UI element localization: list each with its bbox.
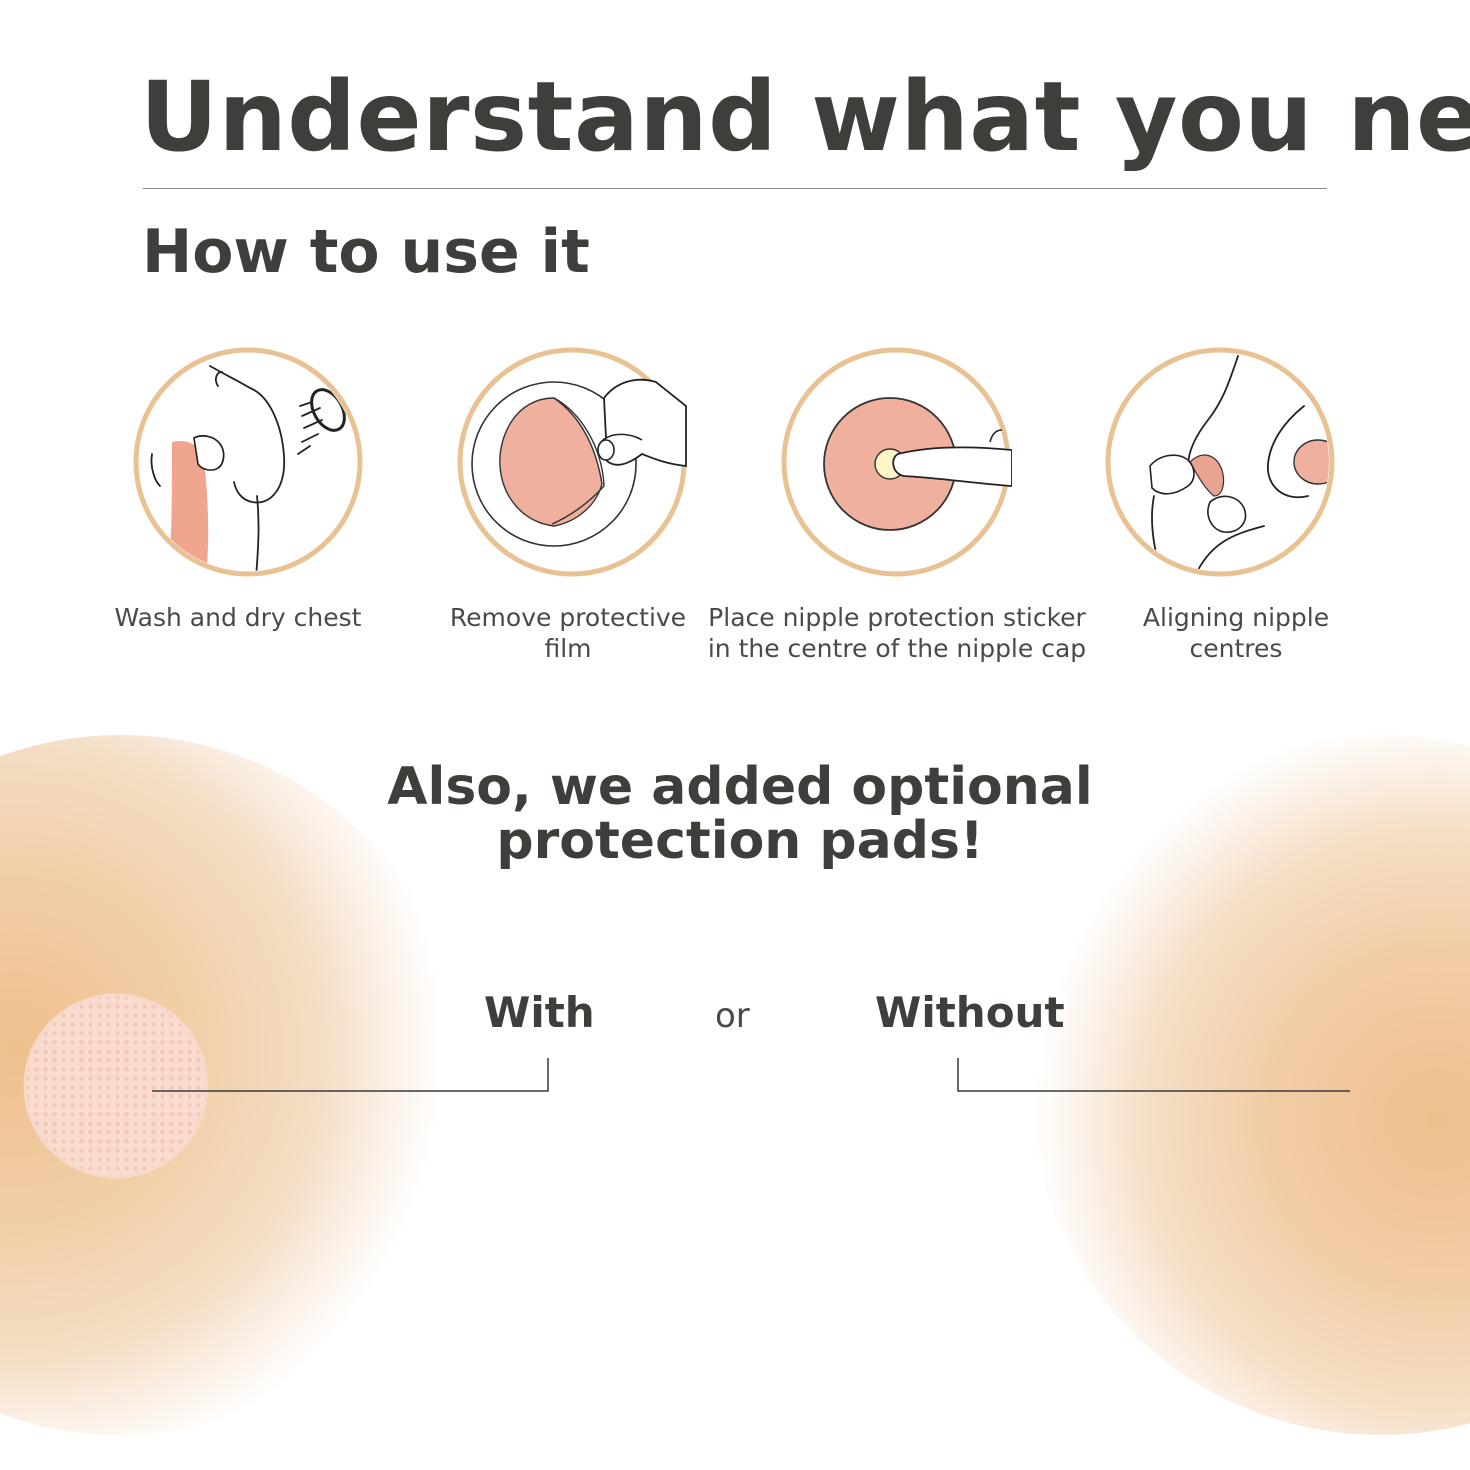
- step-caption-align: Aligning nipple centres: [1142, 603, 1330, 663]
- align-cover-icon: [1105, 347, 1335, 577]
- title-divider: [143, 188, 1327, 189]
- step-caption-wash: Wash and dry chest: [114, 603, 362, 632]
- step-caption-remove-film: Remove protective film: [449, 603, 687, 663]
- peel-film-icon: [457, 347, 687, 577]
- option-without-label: Without: [875, 988, 1065, 1037]
- option-separator: or: [715, 996, 750, 1036]
- page-title: Understand what you need: [140, 61, 1470, 173]
- option-with-label: With: [484, 988, 595, 1037]
- place-sticker-icon: [781, 347, 1012, 577]
- protection-pad-image: [23, 993, 209, 1179]
- step-caption-place-sticker: Place nipple protection sticker in the c…: [707, 603, 1087, 663]
- section-title: How to use it: [142, 217, 590, 287]
- pads-headline: Also, we added optional protection pads!: [387, 757, 1093, 871]
- washing-chest-icon: [133, 347, 363, 577]
